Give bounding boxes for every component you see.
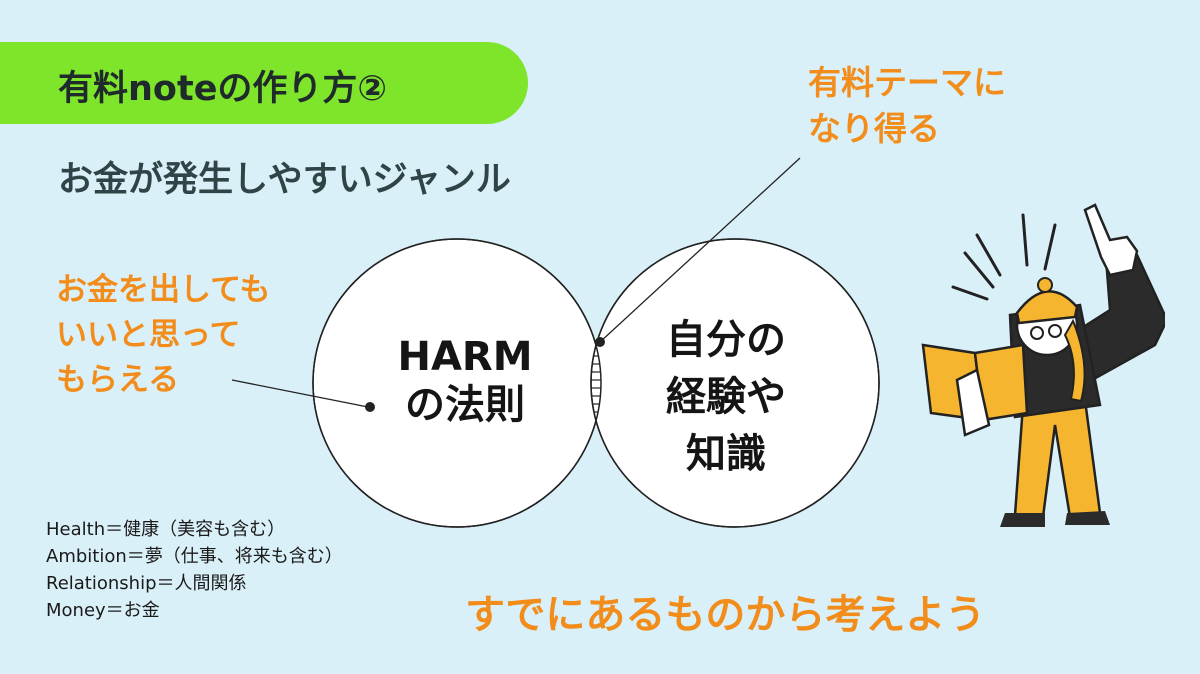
leader-dot-top <box>595 337 605 347</box>
right-label-line-2: 経験や <box>666 374 786 420</box>
note-top-line-2: なり得る <box>808 109 940 148</box>
harm-definitions: Health＝健康（美容も含む） Ambition＝夢（仕事、将来も含む） Re… <box>46 516 343 624</box>
leader-dot-left <box>365 402 375 412</box>
left-label-line-1: HARM <box>397 334 533 380</box>
page-subtitle: お金が発生しやすいジャンル <box>58 160 511 200</box>
left-circle-label: HARM の法則 <box>380 333 550 429</box>
definition-health: Health＝健康（美容も含む） <box>46 519 286 540</box>
note-paid-theme: 有料テーマに なり得る <box>808 60 1006 152</box>
note-top-line-1: 有料テーマに <box>808 63 1006 102</box>
page-title: 有料noteの作り方② <box>58 69 388 109</box>
left-label-line-2: の法則 <box>405 382 525 428</box>
right-label-line-1: 自分の <box>666 317 786 363</box>
leader-line-top <box>599 157 801 343</box>
definition-money: Money＝お金 <box>46 600 160 621</box>
right-circle-label: 自分の 経験や 知識 <box>646 312 806 483</box>
definition-relationship: Relationship＝人間関係 <box>46 573 247 594</box>
right-label-line-3: 知識 <box>686 431 766 477</box>
note-left-line-1: お金を出しても <box>56 272 271 308</box>
note-willing-to-pay: お金を出しても いいと思って もらえる <box>56 268 271 403</box>
person-pointing-up-with-book-illustration <box>921 203 1165 527</box>
note-left-line-3: もらえる <box>56 362 180 398</box>
definition-ambition: Ambition＝夢（仕事、将来も含む） <box>46 546 343 567</box>
leader-line-left <box>231 379 369 408</box>
note-left-line-2: いいと思って <box>56 317 241 353</box>
emphasis-lines-icon <box>951 213 1057 301</box>
title-banner <box>0 42 528 124</box>
bottom-message: すでにあるものから考えよう <box>465 592 986 638</box>
